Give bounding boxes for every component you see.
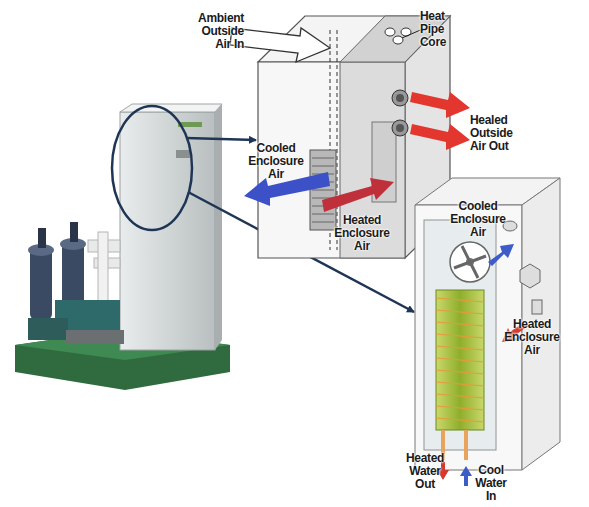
heat-pipe-enclosure bbox=[392, 90, 408, 106]
water-cooled-enclosure bbox=[436, 382, 484, 386]
water-cooled-enclosure bbox=[450, 242, 490, 282]
water-air-arrows bbox=[488, 244, 514, 266]
heat-pipe-enclosure bbox=[396, 94, 404, 102]
water-label: Cool Water In bbox=[470, 464, 512, 503]
water-cooled-enclosure bbox=[436, 370, 484, 374]
equipment-photo bbox=[66, 330, 124, 344]
equipment-photo bbox=[70, 222, 78, 242]
water-cooled-enclosure bbox=[436, 298, 484, 302]
equipment-photo bbox=[120, 112, 215, 350]
equipment-photo bbox=[38, 228, 46, 248]
water-air-arrows bbox=[460, 466, 472, 486]
equipment-photo bbox=[215, 104, 222, 350]
water-cooled-enclosure bbox=[436, 298, 484, 422]
airflow-label: Heated Enclosure Air bbox=[330, 214, 394, 253]
water-air-arrows bbox=[437, 244, 528, 486]
heat-pipe-enclosure bbox=[337, 30, 338, 250]
air-flow-arrows bbox=[410, 92, 470, 118]
highlight-circle bbox=[186, 138, 256, 140]
part-label: Heat Pipe Core bbox=[420, 10, 460, 49]
airflow-label: Cooled Enclosure Air bbox=[446, 200, 510, 239]
equipment-photo bbox=[30, 245, 52, 320]
heat-pipe-enclosure bbox=[312, 166, 334, 167]
heat-pipe-enclosure bbox=[385, 28, 395, 36]
air-flow-arrows bbox=[230, 28, 330, 62]
heat-pipe-enclosure bbox=[312, 214, 334, 215]
water-cooled-enclosure bbox=[436, 358, 484, 362]
water-cooled-enclosure bbox=[436, 290, 484, 430]
water-cooled-enclosure bbox=[454, 246, 486, 278]
air-flow-arrows bbox=[230, 28, 470, 212]
air-flow-arrows bbox=[410, 124, 470, 150]
heat-pipe-enclosure bbox=[312, 222, 334, 223]
highlight-circle bbox=[112, 106, 192, 230]
water-cooled-enclosure bbox=[436, 322, 484, 326]
airflow-label: Cooled Enclosure Air bbox=[244, 142, 308, 181]
air-flow-arrows bbox=[244, 172, 330, 206]
heat-pipe-enclosure bbox=[393, 36, 403, 44]
equipment-photo bbox=[15, 104, 230, 390]
equipment-photo bbox=[176, 150, 190, 158]
air-flow-arrows bbox=[322, 178, 394, 212]
water-cooled-enclosure bbox=[436, 394, 484, 398]
water-cooled-enclosure bbox=[436, 406, 484, 410]
outlet-label: Healed Outside Air Out bbox=[470, 114, 528, 153]
heat-pipe-enclosure bbox=[312, 158, 334, 222]
equipment-photo bbox=[28, 318, 68, 340]
heat-pipe-enclosure bbox=[312, 190, 334, 191]
water-cooled-enclosure bbox=[436, 346, 484, 350]
airflow-label: Heated Enclosure Air bbox=[500, 318, 564, 357]
water-cooled-enclosure bbox=[532, 300, 542, 314]
water-cooled-enclosure bbox=[464, 430, 468, 460]
heat-pipe-enclosure bbox=[396, 124, 404, 132]
heat-pipe-enclosure bbox=[310, 150, 336, 230]
water-cooled-enclosure bbox=[436, 334, 484, 338]
inlet-label: Ambient Outside Air In bbox=[186, 12, 244, 51]
water-cooled-enclosure bbox=[520, 264, 540, 288]
water-cooled-enclosure bbox=[436, 310, 484, 314]
water-cooled-enclosure bbox=[424, 220, 496, 450]
water-cooled-enclosure bbox=[436, 418, 484, 422]
heat-pipe-enclosure bbox=[312, 158, 334, 159]
water-label: Heated Water Out bbox=[400, 452, 450, 491]
heat-pipe-enclosure bbox=[392, 120, 408, 136]
